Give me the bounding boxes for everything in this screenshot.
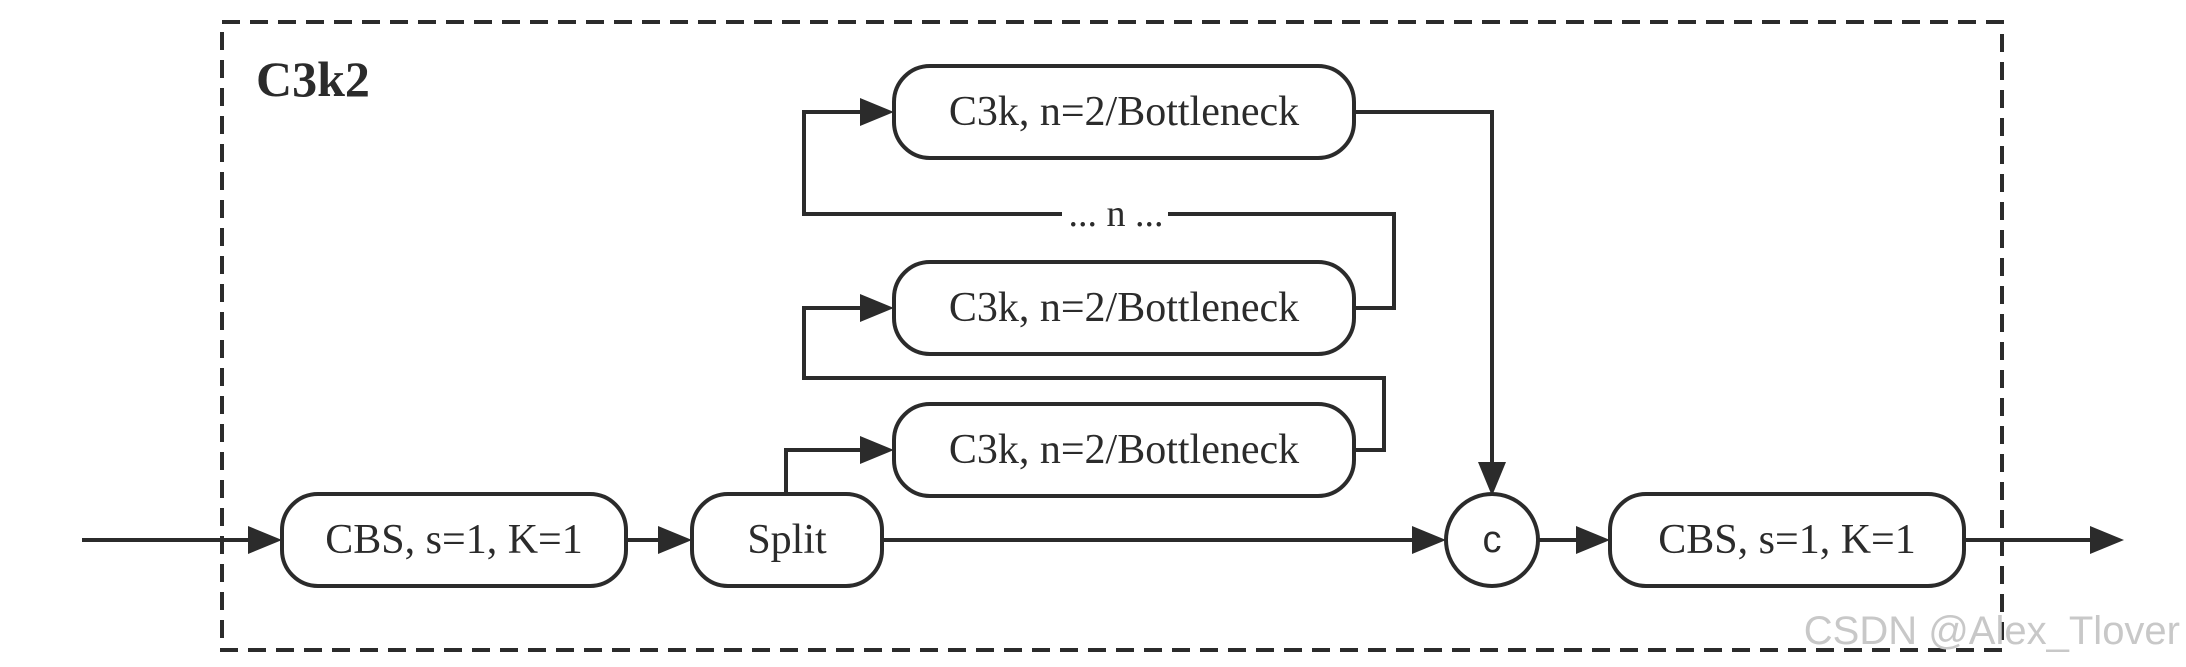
bottleneck-bottom-label: C3k, n=2/Bottleneck xyxy=(949,427,1299,473)
arrow-into-bottleneck-bottom xyxy=(860,436,894,464)
cbs-input-node: CBS, s=1, K=1 xyxy=(280,492,628,588)
arrow-into-bottleneck-mid xyxy=(860,294,894,322)
arrow-into-cbs-in xyxy=(248,526,282,554)
split-node: Split xyxy=(690,492,884,588)
wire-loop-bottom-to-mid xyxy=(802,306,1386,452)
split-label: Split xyxy=(747,517,827,563)
bottleneck-bottom-node: C3k, n=2/Bottleneck xyxy=(892,402,1356,498)
bottleneck-top-label: C3k, n=2/Bottleneck xyxy=(949,89,1299,135)
arrow-into-split xyxy=(658,526,692,554)
arrow-into-concat-top xyxy=(1478,462,1506,496)
bottleneck-mid-node: C3k, n=2/Bottleneck xyxy=(892,260,1356,356)
cbs-output-node: CBS, s=1, K=1 xyxy=(1608,492,1966,588)
wire-loop-mid-left xyxy=(802,110,1062,216)
wire-loop-mid-right xyxy=(1168,212,1396,310)
arrow-into-bottleneck-top xyxy=(860,98,894,126)
repeat-label: ... n ... xyxy=(1069,193,1164,235)
wire-split-to-bottleneck-bottom xyxy=(784,448,860,492)
bottleneck-top-node: C3k, n=2/Bottleneck xyxy=(892,64,1356,160)
bottleneck-mid-label: C3k, n=2/Bottleneck xyxy=(949,285,1299,331)
cbs-input-label: CBS, s=1, K=1 xyxy=(325,517,582,563)
arrow-into-cbs-out xyxy=(1576,526,1610,554)
arrow-into-concat-left xyxy=(1412,526,1446,554)
concat-node: c xyxy=(1444,492,1540,588)
block-title: C3k2 xyxy=(256,51,370,107)
watermark: CSDN @Alex_Tlover xyxy=(1804,609,2180,653)
concat-label: c xyxy=(1483,519,1502,561)
cbs-output-label: CBS, s=1, K=1 xyxy=(1658,517,1915,563)
wire-bottleneck-top-to-concat xyxy=(1354,110,1494,462)
arrow-output xyxy=(2090,526,2124,554)
